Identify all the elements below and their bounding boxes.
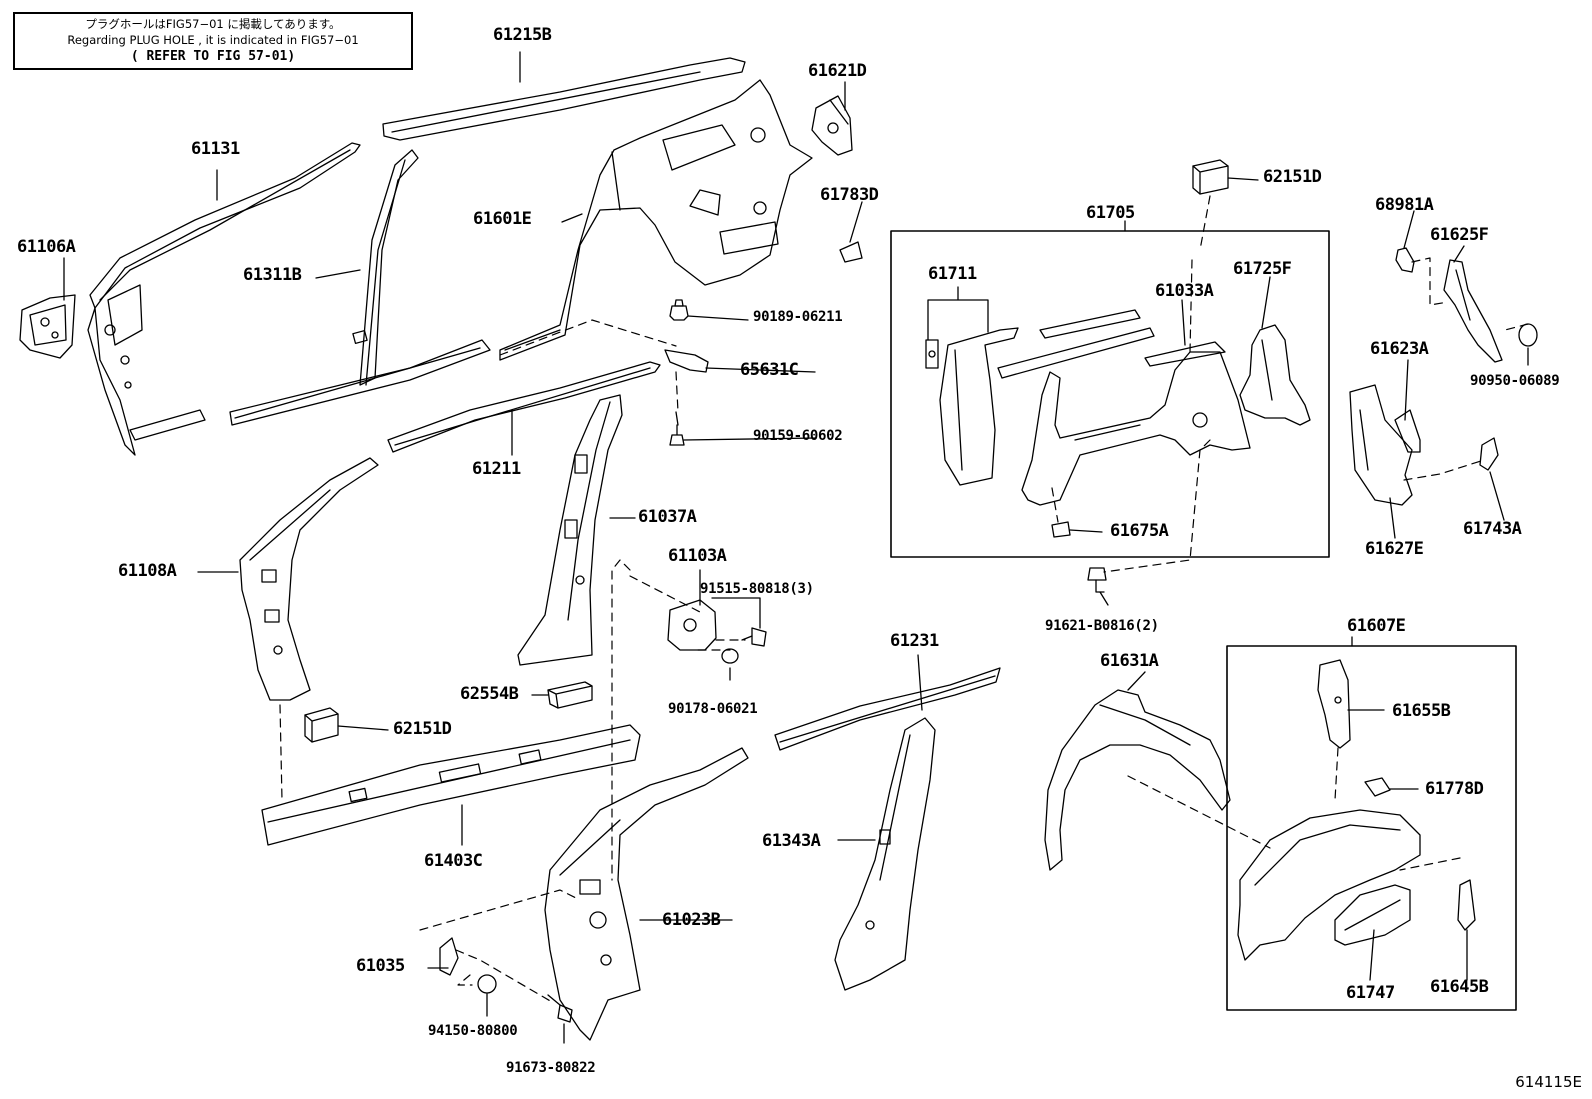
part-61607E-liner <box>1237 809 1421 961</box>
part-61231 <box>774 667 1001 751</box>
part-label-61108A[interactable]: 61108A <box>118 561 177 581</box>
part-61778D <box>1364 777 1391 797</box>
part-61108A <box>239 457 379 701</box>
note-line-japanese: プラグホールはFIG57−01 に掲載してあります。 <box>85 17 341 31</box>
part-label-61783D[interactable]: 61783D <box>820 185 879 205</box>
part-label-61631A[interactable]: 61631A <box>1100 651 1159 671</box>
part-label-65631C[interactable]: 65631C <box>740 360 799 380</box>
part-label-61621D[interactable]: 61621D <box>808 61 867 81</box>
part-label-61033A[interactable]: 61033A <box>1155 281 1214 301</box>
part-90950-06089 <box>1518 323 1538 347</box>
part-label-61403C[interactable]: 61403C <box>424 851 483 871</box>
part-90189-06211 <box>669 299 689 321</box>
plug-hole-note: プラグホールはFIG57−01 に掲載してあります。 Regarding PLU… <box>13 12 413 70</box>
part-label-61215B[interactable]: 61215B <box>493 25 552 45</box>
part-label-61705[interactable]: 61705 <box>1086 203 1135 223</box>
part-label-61211[interactable]: 61211 <box>472 459 521 479</box>
part-61601E <box>499 79 813 361</box>
leader-lines <box>63 51 1529 1044</box>
part-61747 <box>1334 884 1411 946</box>
part-label-61675A[interactable]: 61675A <box>1110 521 1169 541</box>
part-65631C <box>664 349 709 373</box>
part-label-61131[interactable]: 61131 <box>191 139 240 159</box>
part-90178-06021 <box>721 648 739 664</box>
part-label-90159-60602[interactable]: 90159-60602 <box>753 428 843 444</box>
part-61625F <box>1443 259 1503 363</box>
part-62554B <box>547 681 593 709</box>
part-90159-60602 <box>669 411 685 446</box>
part-61645B <box>1457 879 1476 931</box>
part-61743A <box>1479 437 1499 471</box>
part-label-61743A[interactable]: 61743A <box>1463 519 1522 539</box>
part-91621-B0816 <box>1087 567 1107 593</box>
part-label-91515-80818[interactable]: 91515-80818(3) <box>700 581 814 597</box>
part-62151D-bottom <box>304 707 339 743</box>
part-61631A <box>1044 689 1231 871</box>
part-label-61103A[interactable]: 61103A <box>668 546 727 566</box>
part-68981A <box>1395 247 1415 273</box>
part-label-62151D-bottom[interactable]: 62151D <box>393 719 452 739</box>
part-61725F <box>1239 324 1311 426</box>
part-61783D <box>839 241 863 263</box>
part-label-61725F[interactable]: 61725F <box>1233 259 1292 279</box>
part-label-61231[interactable]: 61231 <box>890 631 939 651</box>
part-label-61023B[interactable]: 61023B <box>662 910 721 930</box>
part-61215B <box>382 57 746 141</box>
part-label-61607E[interactable]: 61607E <box>1347 616 1406 636</box>
group-box-61705 <box>890 230 1330 558</box>
part-61655B <box>1317 659 1351 749</box>
part-label-61655B[interactable]: 61655B <box>1392 701 1451 721</box>
part-label-62151D-top[interactable]: 62151D <box>1263 167 1322 187</box>
part-94150-80800 <box>477 974 497 994</box>
part-label-62554B[interactable]: 62554B <box>460 684 519 704</box>
part-61623A-61627E <box>1349 384 1421 506</box>
part-61621D <box>811 95 853 156</box>
part-61711 <box>925 327 1019 486</box>
part-label-61037A[interactable]: 61037A <box>638 507 697 527</box>
part-62151D-top <box>1192 159 1229 195</box>
part-label-90950-06089[interactable]: 90950-06089 <box>1470 373 1560 389</box>
part-label-61343A[interactable]: 61343A <box>762 831 821 851</box>
part-label-61106A[interactable]: 61106A <box>17 237 76 257</box>
part-label-61778D[interactable]: 61778D <box>1425 779 1484 799</box>
part-61035 <box>439 937 459 976</box>
part-91515-80818 <box>741 627 767 647</box>
group-box-61607E <box>1226 645 1517 1011</box>
part-61343A <box>834 717 936 991</box>
part-61211 <box>387 361 661 453</box>
part-label-61035[interactable]: 61035 <box>356 956 405 976</box>
part-61023B <box>544 747 749 1041</box>
part-label-61311B[interactable]: 61311B <box>243 265 302 285</box>
part-label-61747[interactable]: 61747 <box>1346 983 1395 1003</box>
part-91673-80822 <box>547 994 573 1023</box>
part-label-61623A[interactable]: 61623A <box>1370 339 1429 359</box>
part-61037A <box>517 394 623 666</box>
part-label-90178-06021[interactable]: 90178-06021 <box>668 701 758 717</box>
part-label-61627E[interactable]: 61627E <box>1365 539 1424 559</box>
dashed-lines <box>279 195 1529 1003</box>
part-label-61601E[interactable]: 61601E <box>473 209 532 229</box>
part-61311B <box>229 149 491 426</box>
part-label-68981A[interactable]: 68981A <box>1375 195 1434 215</box>
part-61106A <box>19 294 76 359</box>
part-61033A <box>997 309 1251 506</box>
figure-id: 614115E <box>1515 1073 1582 1091</box>
part-label-61645B[interactable]: 61645B <box>1430 977 1489 997</box>
part-61675A <box>1051 521 1071 538</box>
note-refer-link[interactable]: ( REFER TO FIG 57-01) <box>130 49 296 64</box>
part-label-91621-B0816[interactable]: 91621-B0816(2) <box>1045 618 1159 634</box>
part-61403C <box>261 724 641 846</box>
part-61103A <box>667 599 717 651</box>
part-label-90189-06211[interactable]: 90189-06211 <box>753 309 843 325</box>
note-line-english: Regarding PLUG HOLE , it is indicated in… <box>67 33 359 47</box>
part-label-61625F[interactable]: 61625F <box>1430 225 1489 245</box>
part-label-61711[interactable]: 61711 <box>928 264 977 284</box>
part-61131 <box>87 142 361 456</box>
part-label-94150-80800[interactable]: 94150-80800 <box>428 1023 518 1039</box>
part-label-91673-80822[interactable]: 91673-80822 <box>506 1060 596 1076</box>
